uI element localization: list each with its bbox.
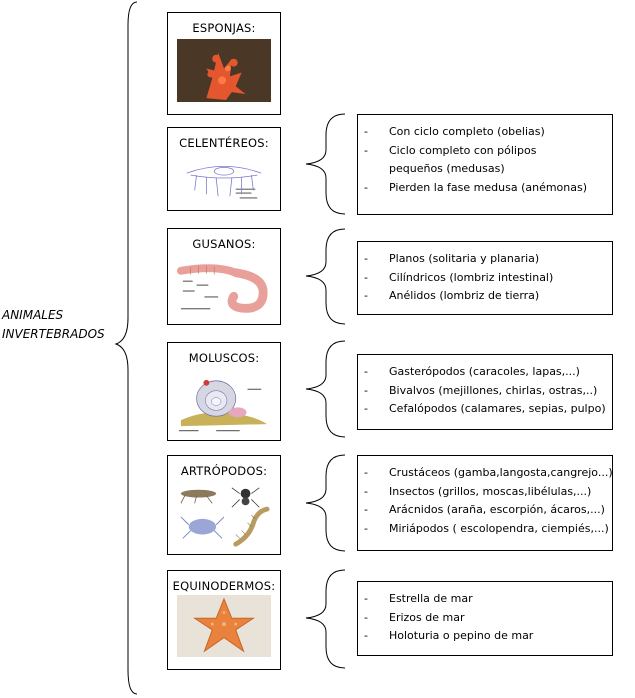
dash: -	[364, 289, 368, 302]
starfish-image	[177, 595, 271, 657]
details-celentereos: - Con ciclo completo (obelias) - Ciclo com…	[357, 114, 613, 215]
jellyfish-image	[177, 152, 271, 202]
dash: -	[364, 610, 368, 624]
detail-text: Estrella de mar	[389, 592, 473, 605]
group-title-gusanos: GUSANOS:	[192, 237, 256, 251]
dash: -	[364, 592, 368, 605]
dash: -	[364, 629, 368, 642]
group-celentereos: CELENTÉREOS:	[167, 127, 281, 211]
detail-text: Insectos (grillos, moscas,libélulas,...)	[389, 484, 592, 498]
dash: -	[364, 484, 368, 498]
brace-celentereos	[305, 113, 346, 215]
detail-text: Cilíndricos (lombriz intestinal)	[389, 270, 554, 284]
detail-text: Arácnidos (araña, escorpión, ácaros,...)	[389, 503, 605, 516]
group-title-esponjas: ESPONJAS:	[192, 21, 256, 35]
group-title-celentereos: CELENTÉREOS:	[179, 136, 269, 150]
detail-text: Con ciclo completo (obelias)	[389, 125, 545, 138]
detail-item: - Miriápodos ( escolopendra, ciempiés,...…	[364, 520, 609, 539]
detail-item: - Insectos (grillos, moscas,libélulas,...…	[364, 483, 608, 502]
detail-item: - Planos (solitaria y planaria)	[364, 250, 608, 269]
detail-text: Holoturia o pepino de mar	[389, 629, 534, 642]
detail-item: - Bivalvos (mejillones, chirlas, ostras,.…	[364, 382, 608, 401]
detail-item: - Anélidos (lombriz de tierra)	[364, 287, 608, 306]
group-title-artropodos: ARTRÓPODOS:	[180, 464, 268, 478]
worm-image	[177, 257, 271, 316]
detail-item: - Holoturia o pepino de mar	[364, 627, 608, 646]
detail-item: - Cefalópodos (calamares, sepias, pulpo)	[364, 400, 608, 419]
detail-text: Bivalvos (mejillones, chirlas, ostras,..…	[389, 383, 598, 397]
details-moluscos: - Gasterópodos (caracoles, lapas,...) - Bi…	[357, 354, 613, 430]
details-equinodermos: - Estrella de mar - Erizos de mar - Holotur…	[357, 581, 613, 656]
detail-text: Miriápodos ( escolopendra, ciempiés,...)	[389, 521, 609, 535]
group-title-equinodermos: EQUINODERMOS:	[172, 579, 276, 593]
detail-item: - Ciclo completo con pólipos pequeños (me…	[364, 142, 608, 179]
detail-text: Gasterópodos (caracoles, lapas,...)	[389, 365, 580, 378]
detail-item: - Arácnidos (araña, escorpión, ácaros,...…	[364, 501, 608, 520]
detail-item: - Gasterópodos (caracoles, lapas,...)	[364, 363, 608, 382]
group-esponjas: ESPONJAS:	[167, 12, 281, 115]
dash: -	[364, 521, 368, 535]
detail-text: Cefalópodos (calamares, sepias, pulpo)	[389, 402, 606, 415]
dash: -	[364, 466, 368, 479]
brace-moluscos	[305, 340, 346, 438]
arthropods-image	[177, 480, 271, 550]
detail-item: - Erizos de mar	[364, 609, 608, 628]
details-gusanos: - Planos (solitaria y planaria) - Cilíndri…	[357, 241, 613, 315]
detail-text: Erizos de mar	[389, 610, 465, 624]
brace-equinodermos	[305, 569, 346, 669]
sponge-image	[177, 39, 271, 102]
root-label-line2: INVERTEBRADOS	[2, 327, 105, 341]
dash: -	[364, 125, 368, 138]
group-title-moluscos: MOLUSCOS:	[188, 351, 260, 365]
dash: -	[364, 180, 368, 194]
group-moluscos: MOLUSCOS:	[167, 342, 281, 441]
root-label-line1: ANIMALES	[2, 308, 64, 322]
detail-text: Crustáceos (gamba,langosta,cangrejo...)	[389, 466, 613, 479]
dash: -	[364, 252, 368, 265]
dash: -	[364, 503, 368, 516]
root-label: ANIMALES INVERTEBRADOS	[2, 306, 105, 344]
detail-item: - Crustáceos (gamba,langosta,cangrejo...)	[364, 464, 613, 483]
dash: -	[364, 270, 368, 284]
group-gusanos: GUSANOS:	[167, 228, 281, 325]
snail-image	[177, 369, 271, 434]
dash: -	[364, 383, 368, 397]
detail-text: Anélidos (lombriz de tierra)	[389, 289, 540, 302]
dash: -	[364, 402, 368, 415]
details-artropodos: - Crustáceos (gamba,langosta,cangrejo...)…	[357, 455, 613, 551]
brace-gusanos	[305, 228, 346, 325]
detail-text: Pierden la fase medusa (anémonas)	[389, 180, 588, 194]
brace-artropodos	[305, 454, 346, 552]
detail-text: Planos (solitaria y planaria)	[389, 252, 540, 265]
detail-item: - Pierden la fase medusa (anémonas)	[364, 179, 608, 198]
dash: -	[364, 365, 368, 378]
dash: -	[364, 143, 368, 157]
detail-text: Ciclo completo con pólipos pequeños (med…	[389, 143, 537, 176]
detail-item: - Con ciclo completo (obelias)	[364, 123, 608, 142]
group-equinodermos: EQUINODERMOS:	[167, 570, 281, 670]
detail-item: - Cilíndricos (lombriz intestinal)	[364, 269, 608, 288]
detail-item: - Estrella de mar	[364, 590, 608, 609]
group-artropodos: ARTRÓPODOS:	[167, 455, 281, 555]
main-brace	[114, 1, 138, 695]
